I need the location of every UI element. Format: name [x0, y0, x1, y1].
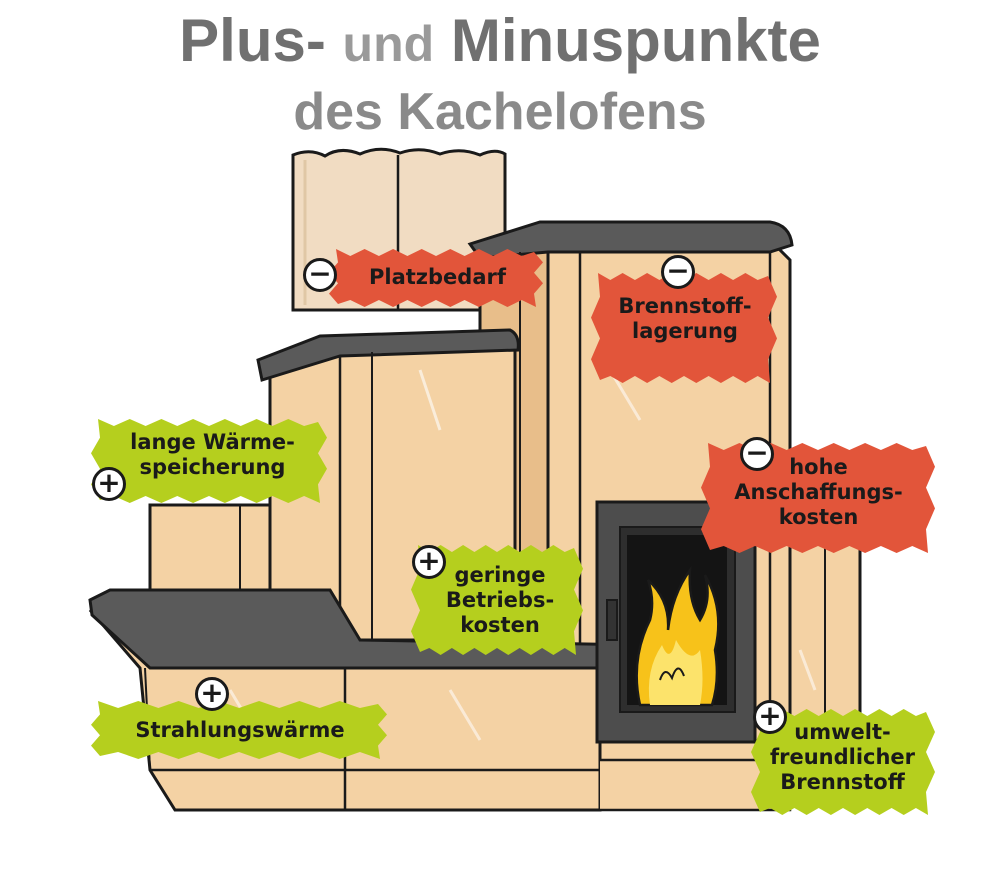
plus-icon: +: [412, 545, 446, 579]
label-line: Brennstoff-: [618, 294, 752, 318]
minus-badge-blob: [591, 273, 777, 383]
plus-icon: +: [195, 677, 229, 711]
minus-icon: −: [661, 255, 695, 289]
label-line: umwelt-: [794, 720, 891, 744]
label-line: Strahlungswärme: [135, 718, 345, 742]
label-line: kosten: [460, 613, 540, 637]
minus-point-label: Brennstoff-lagerung: [600, 294, 770, 344]
label-line: kosten: [778, 505, 859, 529]
label-line: geringe: [454, 563, 546, 587]
plus-badge-blob: [91, 419, 327, 503]
plus-point-label: Strahlungswärme: [105, 718, 375, 743]
label-line: hohe: [789, 455, 848, 479]
plus-badge-blob: [751, 709, 935, 815]
label-line: speicherung: [139, 455, 286, 479]
title-plus: Plus-: [179, 7, 326, 74]
plus-icon: +: [92, 467, 126, 501]
stove-left-block: [148, 503, 272, 602]
label-line: lagerung: [632, 319, 738, 343]
title-line-1: Plus- und Minuspunkte: [0, 6, 1000, 75]
plus-point-label: lange Wärme-speicherung: [110, 430, 315, 480]
label-line: Brennstoff: [780, 770, 905, 794]
minus-point-label: Platzbedarf: [350, 265, 525, 290]
title-line-2: des Kachelofens: [293, 83, 707, 141]
minus-icon: −: [740, 437, 774, 471]
plus-icon: +: [753, 700, 787, 734]
fire-icon: [635, 565, 720, 707]
badge-blobs: [91, 249, 935, 815]
plus-badge-blob: [411, 545, 583, 655]
label-line: Anschaffungs-: [734, 480, 903, 504]
label-line: Betriebs-: [445, 588, 555, 612]
label-line: freundlicher: [769, 745, 916, 769]
plus-badge-blob: [91, 701, 387, 759]
title-und: und: [342, 16, 435, 72]
label-line: lange Wärme-: [130, 430, 295, 454]
label-line: Platzbedarf: [369, 265, 506, 289]
title-minus: Minuspunkte: [450, 7, 821, 74]
minus-icon: −: [303, 258, 337, 292]
minus-badge-blob: [329, 249, 543, 307]
